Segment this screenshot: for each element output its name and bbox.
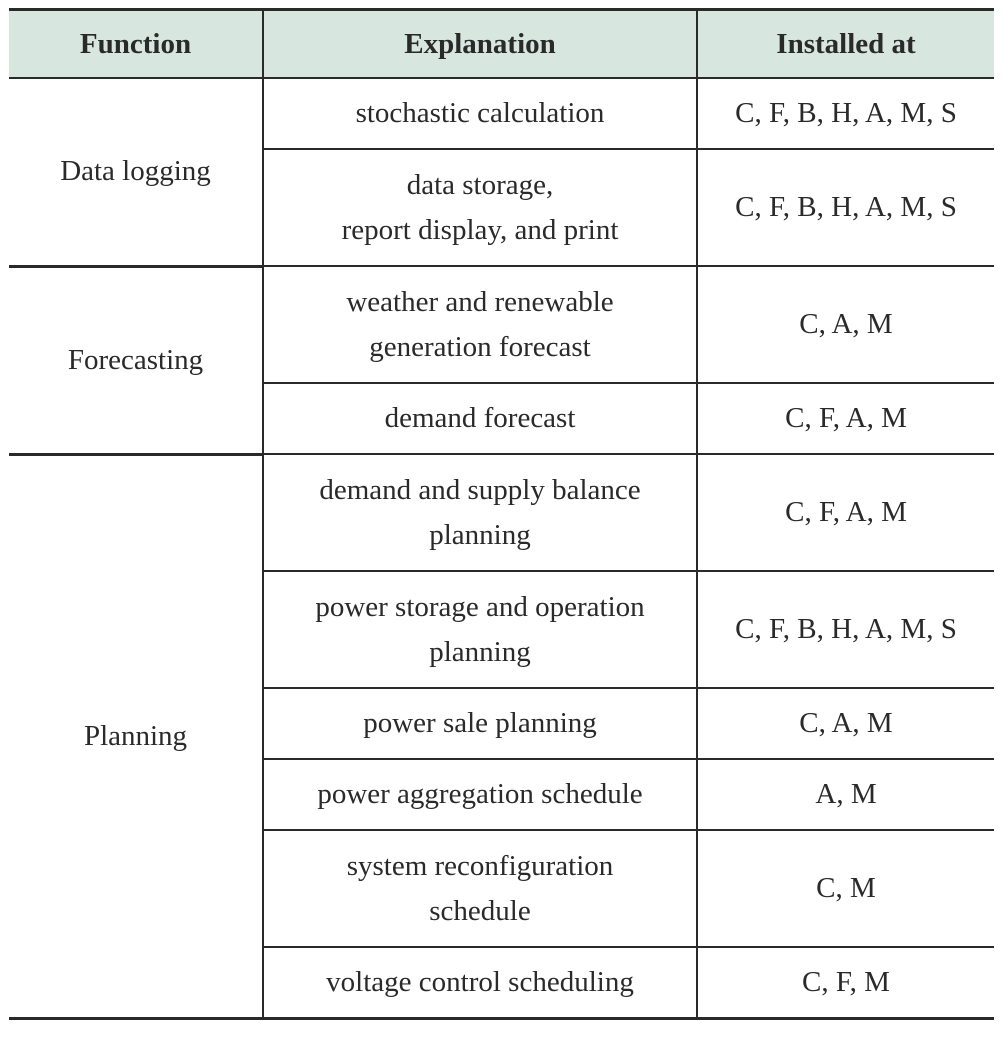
installed-at-cell: C, A, M (696, 265, 994, 383)
installed-at-cell: C, F, M (696, 946, 994, 1020)
table-row: Planning demand and supply balance plannin… (9, 453, 994, 1020)
table-row: power sale planning C, A, M (9, 687, 994, 759)
explanation-cell: power aggregation schedule (262, 758, 697, 830)
explanation-line: power storage and operation (315, 590, 645, 623)
installed-at-cell: C, F, B, H, A, M, S (696, 148, 994, 266)
table-row: system reconfiguration schedule C, M (9, 829, 994, 947)
explanation-cell: system reconfiguration schedule (262, 829, 697, 947)
table-row: data storage, report display, and print C,… (9, 148, 994, 266)
table-row: Forecasting weather and renewable generati… (9, 265, 994, 456)
function-table: Function Explanation Installed at Data l… (9, 8, 994, 1020)
explanation-cell: power storage and operation planning (262, 570, 697, 688)
installed-at-cell: C, F, B, H, A, M, S (696, 570, 994, 688)
explanation-cell: demand and supply balance planning (262, 453, 697, 571)
explanation-line: weather and renewable (346, 285, 614, 318)
header-installed-at: Installed at (696, 8, 994, 79)
installed-at-cell: C, M (696, 829, 994, 947)
installed-at-cell: C, F, B, H, A, M, S (696, 77, 994, 149)
explanation-cell: weather and renewable generation forecast (262, 265, 697, 383)
table-row: power aggregation schedule A, M (9, 758, 994, 830)
explanation-line: schedule (429, 894, 531, 927)
table-row: demand forecast C, F, A, M (9, 382, 994, 454)
explanation-cell: power sale planning (262, 687, 697, 759)
table-body: Data logging stochastic calculation C, F, … (9, 77, 994, 1020)
explanation-line: planning (429, 635, 531, 668)
explanation-line: planning (429, 518, 531, 551)
installed-at-cell: C, F, A, M (696, 382, 994, 454)
installed-at-cell: C, F, A, M (696, 453, 994, 571)
header-row: Function Explanation Installed at (9, 8, 994, 79)
table-row: voltage control scheduling C, F, M (9, 946, 994, 1020)
explanation-cell: stochastic calculation (262, 77, 697, 149)
header-explanation: Explanation (262, 8, 697, 79)
explanation-line: generation forecast (369, 330, 591, 363)
function-cell: Planning (9, 453, 263, 1020)
explanation-line: stochastic calculation (355, 97, 605, 129)
header-function: Function (9, 8, 263, 79)
installed-at-cell: A, M (696, 758, 994, 830)
explanation-line: demand forecast (384, 402, 576, 434)
installed-at-cell: C, A, M (696, 687, 994, 759)
explanation-line: power aggregation schedule (317, 778, 643, 810)
explanation-line: demand and supply balance (319, 473, 641, 506)
function-cell: Forecasting (9, 265, 263, 456)
explanation-cell: voltage control scheduling (262, 946, 697, 1020)
explanation-cell: data storage, report display, and print (262, 148, 697, 266)
explanation-line: report display, and print (341, 213, 619, 246)
table-row: Data logging stochastic calculation C, F, … (9, 77, 994, 268)
explanation-line: data storage, (406, 168, 554, 201)
function-cell: Data logging (9, 77, 263, 268)
explanation-line: voltage control scheduling (326, 966, 634, 998)
explanation-cell: demand forecast (262, 382, 697, 454)
table-row: power storage and operation planning C, F,… (9, 570, 994, 688)
explanation-line: system reconfiguration (346, 849, 614, 882)
explanation-line: power sale planning (363, 707, 597, 739)
